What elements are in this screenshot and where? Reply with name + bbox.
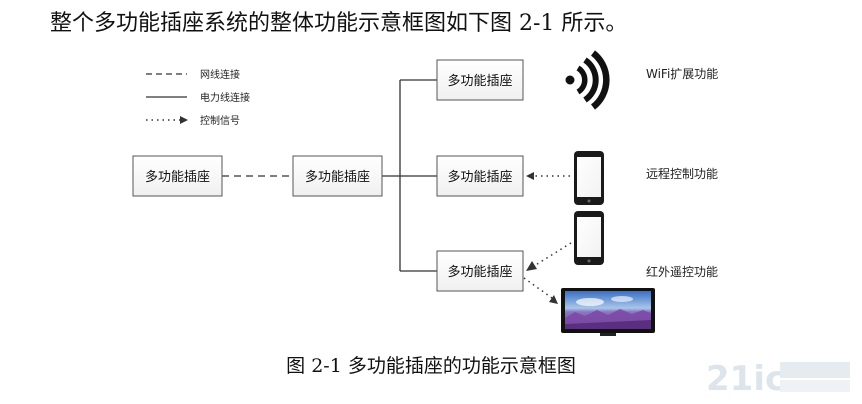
phone-icon: [574, 151, 604, 205]
legend-network-label: 网线连接: [200, 68, 240, 81]
ir-phone-icon: [574, 211, 604, 265]
socket-box-left-label: 多功能插座: [145, 169, 210, 185]
figure-caption: 图 2-1 多功能插座的功能示意框图: [286, 355, 576, 377]
watermark-text: 21ic: [706, 359, 785, 398]
socket-box-bottom-label: 多功能插座: [447, 264, 512, 280]
control-signal-ir-in: [526, 242, 572, 271]
legend-power-label: 电力线连接: [200, 91, 250, 104]
page-heading: 整个多功能插座系统的整体功能示意框图如下图 2-1 所示。: [50, 11, 628, 36]
wifi-icon: [565, 50, 610, 110]
socket-box-middle: 多功能插座: [436, 155, 524, 197]
socket-box-center: 多功能插座: [292, 155, 383, 197]
socket-box-top: 多功能插座: [436, 59, 524, 101]
function-wifi-label: WiFi扩展功能: [646, 67, 718, 81]
legend: 网线连接 电力线连接 控制信号: [146, 68, 250, 127]
legend-control-arrow: [180, 116, 188, 124]
power-lines: [382, 79, 437, 272]
tv-icon: [561, 288, 655, 336]
socket-box-left: 多功能插座: [132, 155, 223, 197]
socket-box-middle-label: 多功能插座: [447, 169, 512, 185]
legend-control-label: 控制信号: [200, 114, 240, 127]
function-ir-label: 红外遥控功能: [646, 264, 718, 279]
control-signal-ir-out: [523, 277, 558, 304]
watermark-logo: 21ic: [706, 359, 850, 398]
socket-box-bottom: 多功能插座: [436, 250, 524, 292]
function-remote-label: 远程控制功能: [646, 166, 718, 181]
socket-box-top-label: 多功能插座: [447, 73, 512, 89]
socket-box-center-label: 多功能插座: [305, 169, 370, 185]
control-signal-remote: [526, 172, 570, 180]
